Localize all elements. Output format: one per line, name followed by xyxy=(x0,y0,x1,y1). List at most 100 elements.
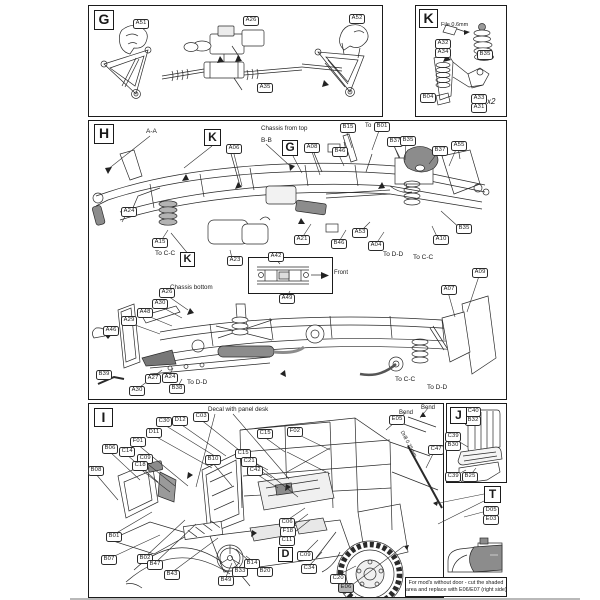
annotation-text: x2 xyxy=(487,97,496,106)
part-label-B35: B35 xyxy=(400,136,417,146)
part-label-C30: C30 xyxy=(156,417,173,427)
part-label-A34: A34 xyxy=(435,48,452,58)
part-label-C15: C15 xyxy=(257,429,274,439)
part-label-C42: C42 xyxy=(247,466,264,476)
part-label-A15: A15 xyxy=(152,238,169,248)
annotation-text: To C-C xyxy=(155,250,176,257)
part-label-B08: B08 xyxy=(88,466,105,476)
part-label-A30: A30 xyxy=(129,386,146,396)
part-label-B35: B35 xyxy=(456,224,473,234)
panel-border-H xyxy=(88,120,507,400)
part-label-B37: B37 xyxy=(432,146,449,156)
part-label-E03: E03 xyxy=(483,515,500,525)
part-label-B10: B10 xyxy=(205,455,222,465)
section-letter-K: K xyxy=(204,129,221,146)
part-label-B33: B33 xyxy=(232,567,249,577)
part-label-B49: B49 xyxy=(218,576,235,586)
footnote-text-line: area and replace with E06/E07 (right sid… xyxy=(406,587,507,593)
part-label-A23: A23 xyxy=(227,256,244,266)
part-label-A26: A26 xyxy=(159,288,176,298)
part-label-B01: B01 xyxy=(106,532,123,542)
part-label-B02: B02 xyxy=(137,554,154,564)
page-bottom-edge xyxy=(70,598,580,600)
part-label-A08: A08 xyxy=(304,143,321,153)
section-letter-I: I xyxy=(94,408,113,427)
part-label-B14: B14 xyxy=(244,559,261,569)
part-label-A48: A48 xyxy=(137,308,154,318)
part-label-A26: A26 xyxy=(243,16,260,26)
part-label-F01: F01 xyxy=(130,437,146,447)
part-label-F02: F02 xyxy=(287,427,303,437)
part-label-A35: A35 xyxy=(257,83,274,93)
part-label-A55: A55 xyxy=(451,141,468,151)
axle-assembly-drawing xyxy=(100,24,369,99)
part-label-C39: C39 xyxy=(445,472,462,482)
part-label-E05: E05 xyxy=(389,415,406,425)
section-letter-G: G xyxy=(282,140,298,156)
section-letter-J: J xyxy=(450,407,467,424)
annotation-text: To C-C xyxy=(413,254,434,261)
part-label-A24: A24 xyxy=(121,207,138,217)
annotation-text: To D-D xyxy=(427,384,448,391)
panel-border-K-top xyxy=(415,5,507,117)
part-label-B04: B04 xyxy=(420,93,437,103)
part-label-A52: A52 xyxy=(349,14,366,24)
part-label-A21: A21 xyxy=(294,235,311,245)
part-label-B06: B06 xyxy=(102,444,119,454)
section-letter-T: T xyxy=(484,486,501,503)
part-label-B43: B43 xyxy=(164,570,181,580)
annotation-text: B-B xyxy=(261,137,272,144)
part-label-B35: B35 xyxy=(477,50,494,60)
part-label-C03: C03 xyxy=(193,412,210,422)
part-label-E06: E06 xyxy=(338,583,355,593)
part-label-A46: A46 xyxy=(103,326,120,336)
part-label-A27: A27 xyxy=(145,374,162,384)
part-label-A51: A51 xyxy=(133,19,150,29)
part-label-C47: C47 xyxy=(428,445,445,455)
part-label-C18: C18 xyxy=(132,461,149,471)
part-label-A42: A42 xyxy=(268,252,285,262)
part-label-C11: C11 xyxy=(279,536,295,546)
annotation-text: To D-D xyxy=(187,379,208,386)
section-letter-D: D xyxy=(278,547,293,562)
annotation-text: Chassis bottom xyxy=(170,284,213,291)
part-label-B15: B15 xyxy=(340,123,357,133)
part-label-A09: A09 xyxy=(472,268,489,278)
part-label-C34: C34 xyxy=(301,564,318,574)
part-label-B07: B07 xyxy=(101,555,118,565)
fender-shaded-drawing xyxy=(447,537,503,573)
part-label-B20: B20 xyxy=(257,567,274,577)
part-label-D11: D11 xyxy=(146,428,162,438)
part-label-C09: C09 xyxy=(297,551,314,561)
part-label-A49: A49 xyxy=(279,294,296,304)
part-label-B32: B32 xyxy=(465,416,482,426)
panel-border-H xyxy=(248,257,333,294)
annotation-text: Chassis from top xyxy=(261,125,308,132)
part-label-A10: A10 xyxy=(433,235,450,245)
part-label-A04: A04 xyxy=(368,241,385,251)
part-label-B39: B39 xyxy=(96,370,113,380)
part-label-A30: A30 xyxy=(152,299,169,309)
chassis-bottom-drawing xyxy=(92,295,497,385)
section-letter-K: K xyxy=(419,9,438,28)
part-label-A07: A07 xyxy=(441,285,458,295)
part-label-B47: B47 xyxy=(147,560,164,570)
annotation-text: To xyxy=(365,123,372,129)
section-letter-H: H xyxy=(94,124,114,144)
part-label-A06: A06 xyxy=(226,144,243,154)
part-label-C14: C14 xyxy=(119,447,136,457)
annotation-text: Bend xyxy=(399,410,414,416)
section-letter-G: G xyxy=(94,10,114,30)
footnote-text-line: For mod's without door - cut the shaded xyxy=(408,580,504,586)
part-label-B01: B01 xyxy=(374,122,391,132)
part-label-B30: B30 xyxy=(445,441,462,451)
part-label-A53: A53 xyxy=(352,228,369,238)
part-label-A29: A29 xyxy=(121,316,138,326)
part-label-B25: B25 xyxy=(462,472,479,482)
part-label-B46: B46 xyxy=(332,147,349,157)
annotation-text: Bend xyxy=(421,405,436,411)
part-label-B46: B46 xyxy=(331,239,348,249)
